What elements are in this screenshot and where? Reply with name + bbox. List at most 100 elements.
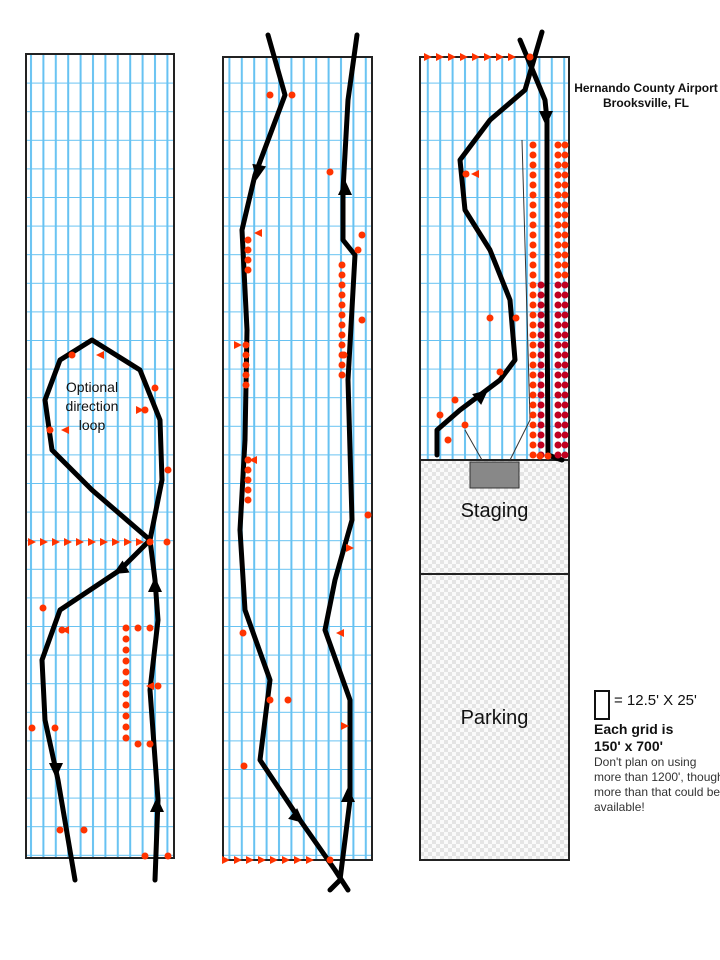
cone-marker [561,221,569,229]
cone-marker [266,91,274,99]
cone-marker [561,271,569,279]
cone-marker [529,321,537,329]
cone-marker [561,171,569,179]
cone-marker [39,604,47,612]
loop-label-line: Optional [65,379,119,395]
pointer-cone-marker [460,53,468,61]
cone-marker [338,331,346,339]
parking-area [419,573,570,861]
cone-marker [537,321,545,329]
cone-marker [537,371,545,379]
cell-size-icon [594,690,610,720]
cone-marker [154,682,162,690]
cone-marker [561,301,569,309]
cone-marker [122,635,130,643]
pointer-cone-marker [52,538,60,546]
pointer-cone-marker [222,856,230,864]
cone-marker [529,431,537,439]
arrow-icon [341,787,355,802]
cone-marker [554,241,562,249]
cone-marker [561,321,569,329]
cone-marker [544,452,552,460]
cone-marker [436,411,444,419]
cone-marker [122,668,130,676]
cone-marker [338,341,346,349]
cone-marker [554,161,562,169]
cone-marker [146,624,154,632]
staging-label: Staging [460,500,529,522]
arrow-icon [150,797,164,812]
pointer-cone-marker [61,626,69,634]
cone-marker [537,341,545,349]
cone-marker [561,181,569,189]
length-note: Don't plan on using more than 1200', tho… [594,755,720,814]
cone-marker [561,291,569,299]
cone-marker [537,431,545,439]
cone-marker [326,168,334,176]
cone-marker [338,361,346,369]
cone-marker [529,381,537,389]
cone-marker [244,256,252,264]
cone-marker [122,646,130,654]
direction-arrows [49,111,553,824]
cone-marker [561,311,569,319]
cone-marker [554,201,562,209]
cone-marker [537,441,545,449]
cone-marker [561,361,569,369]
cone-marker [80,826,88,834]
pointer-cone-marker [448,53,456,61]
cone-marker [242,351,250,359]
cone-marker [561,381,569,389]
cone-marker [554,181,562,189]
cone-marker [242,381,250,389]
cone-marker [122,624,130,632]
cone-marker [529,291,537,299]
cone-marker [461,421,469,429]
cone-marker [529,391,537,399]
cone-marker [122,723,130,731]
cone-marker [537,301,545,309]
cone-marker [561,421,569,429]
pointer-cone-marker [424,53,432,61]
cone-marker [358,316,366,324]
cone-marker [122,657,130,665]
cone-marker [554,431,562,439]
pointer-cone-marker [270,856,278,864]
cone-marker [338,301,346,309]
cone-marker [326,856,334,864]
cone-marker [151,384,159,392]
cone-marker [288,91,296,99]
cone-marker [561,191,569,199]
cone-marker [561,211,569,219]
start-box [469,461,520,489]
cone-marker [529,151,537,159]
cone-marker [537,391,545,399]
cone-marker [284,696,292,704]
cone-marker [244,486,252,494]
cone-marker [244,236,252,244]
cone-marker [554,141,562,149]
pointer-cone-marker [471,170,479,178]
cone-marker [536,452,544,460]
loop-label-line: loop [78,417,106,433]
arrow-icon [49,763,63,778]
cone-marker [242,361,250,369]
cone-marker [554,311,562,319]
cone-marker [561,151,569,159]
cone-marker [122,701,130,709]
pointer-cone-marker [254,229,262,237]
cone-marker [561,201,569,209]
cone-marker [537,281,545,289]
cone-marker [561,161,569,169]
cone-marker [529,221,537,229]
cone-marker [529,261,537,269]
cell-scale: = 12.5' X 25' [614,692,697,709]
pointer-cone-marker [124,538,132,546]
cone-marker [526,53,534,61]
cone-marker [244,456,252,464]
cone-marker [561,371,569,379]
cone-marker [561,281,569,289]
cone-marker [554,321,562,329]
cone-marker [146,740,154,748]
